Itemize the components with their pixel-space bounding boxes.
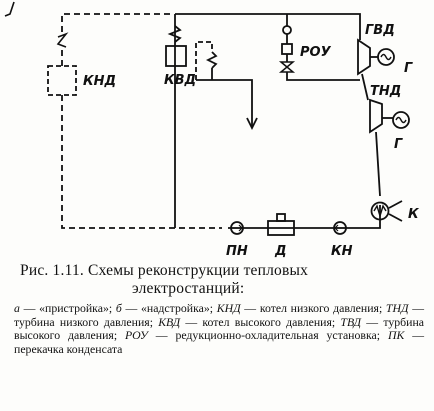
label-g-upper: Г (404, 61, 413, 76)
legend-key: РОУ (125, 328, 148, 343)
label-d: Д (274, 244, 287, 259)
condenser-coil (373, 204, 387, 219)
main-steam-line (175, 13, 361, 40)
kn-pump-circle (333, 221, 347, 235)
legend-key: ПК (387, 328, 405, 343)
label-knd: КНД (83, 74, 116, 89)
kn-pump-mark (334, 224, 345, 232)
label-gvd: ГВД (365, 23, 395, 38)
cooling-water-lines (388, 200, 403, 222)
pn-pump-circle (230, 221, 244, 235)
legend-text: турбина низкого давления; (14, 314, 159, 329)
tnd-turbine (369, 98, 383, 134)
legend-text: котел высокого давления; (202, 314, 341, 329)
rou-valve (278, 61, 296, 73)
legend-key: а (14, 301, 20, 315)
pn-pump-mark (232, 224, 243, 232)
branch-coil (205, 51, 218, 69)
legend-text: котел низкого давления; (259, 301, 386, 315)
caption-title-line2: электростанций: (132, 280, 245, 297)
label-k: К (408, 207, 420, 222)
label-tnd: ТНД (370, 84, 401, 99)
breaker-symbol (56, 32, 69, 48)
kvd-boiler (165, 45, 187, 67)
generator-upper-circle (377, 48, 395, 66)
turbine-link (361, 73, 369, 101)
legend-key: ТВД (340, 314, 362, 329)
label-g-lower: Г (394, 137, 403, 152)
legend-text: турбина высокого давления; (14, 314, 424, 343)
generator-lower-wave (395, 116, 407, 124)
rou-line-4 (286, 72, 360, 81)
legend-text: «пристройка»; (39, 301, 116, 315)
knd-dashed-loop (61, 13, 222, 229)
label-rou: РОУ (300, 45, 332, 60)
kvd-coil (167, 25, 182, 43)
label-pn: ПН (226, 244, 248, 259)
extraction-line (196, 79, 253, 128)
legend-key: б (115, 301, 122, 315)
condenser-circle (370, 201, 390, 221)
generator-lower-circle (392, 111, 410, 129)
legend-key: ТНД (385, 301, 409, 315)
gvd-turbine (357, 38, 371, 76)
legend-text: «надстройка»; (140, 301, 217, 315)
label-kvd: КВД (164, 73, 196, 88)
condensate-return (360, 205, 381, 229)
caption-title-line1: Рис. 1.11. Схемы реконструкции тепловых (20, 262, 309, 279)
deaerator-head (276, 213, 286, 222)
legend-text: редукционно-охладительная установка; (175, 328, 388, 343)
rou-top-circle (282, 25, 292, 35)
label-kn: КН (331, 244, 353, 259)
knd-boiler (47, 65, 77, 96)
legend-key: КВД (158, 314, 181, 329)
exhaust-line (375, 131, 381, 197)
legend-text: перекачка конденсата (14, 341, 123, 356)
corner-mark (4, 1, 15, 17)
generator-upper-wave (380, 53, 392, 61)
dashed-branch (195, 41, 213, 80)
rou-body (281, 43, 293, 55)
figure-legend: а — «пристройка»; б — «надстройка»; КНД … (14, 301, 425, 356)
legend-key: КНД (216, 301, 241, 315)
thermal-scheme-diagram: КНД КВД РОУ ГВД ТНД Г Г К ПН Д КН (4, 1, 420, 259)
figure-caption-title: Рис. 1.11. Схемы реконструкции тепловых … (20, 262, 430, 298)
extraction-arrow (246, 117, 258, 131)
